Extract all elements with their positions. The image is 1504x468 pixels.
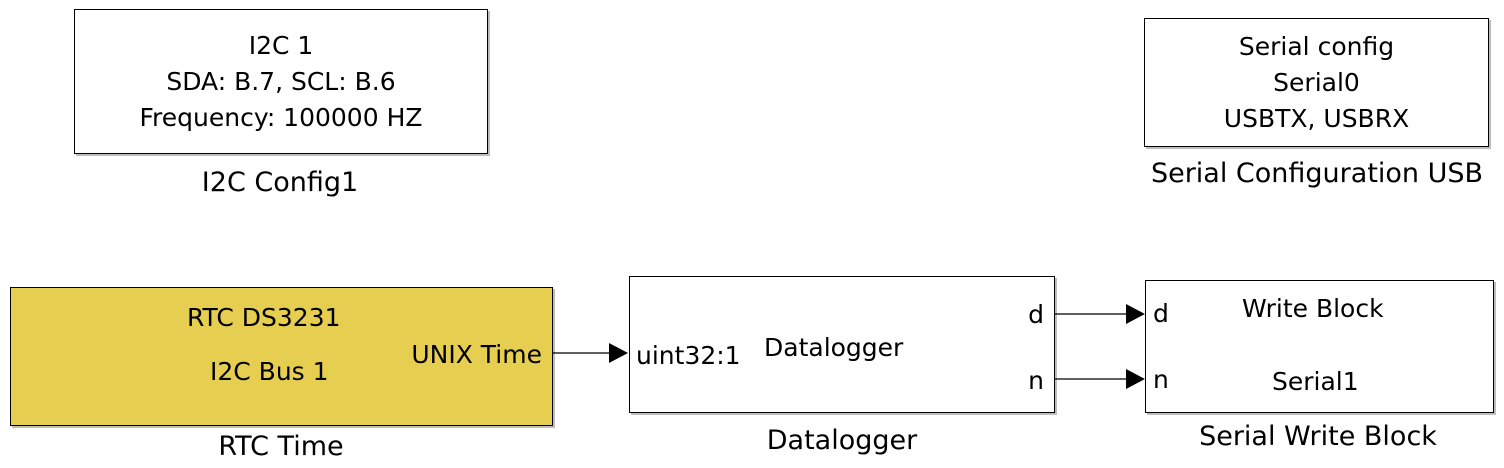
serial-config-text: Serial config Serial0 USBTX, USBRX (1145, 29, 1488, 137)
i2c-config-block[interactable]: I2C 1 SDA: B.7, SCL: B.6 Frequency: 1000… (74, 9, 488, 154)
datalogger-input-port-label: uint32:1 (636, 341, 741, 370)
i2c-config-line-3: Frequency: 100000 HZ (139, 103, 423, 132)
rtc-bus-label: I2C Bus 1 (210, 357, 329, 386)
serial-write-port-label: Serial1 (1272, 367, 1359, 396)
arrowhead-icon (609, 343, 628, 363)
arrowhead-icon (1126, 369, 1145, 389)
rtc-title: RTC DS3231 (187, 303, 341, 332)
serial-config-line-2: Serial0 (1273, 68, 1360, 97)
datalogger-output-port-d: d (1028, 300, 1044, 329)
rtc-block[interactable]: RTC DS3231 I2C Bus 1 UNIX Time (10, 287, 553, 426)
serial-write-caption: Serial Write Block (1199, 421, 1437, 452)
rtc-caption: RTC Time (218, 431, 344, 462)
i2c-config-caption: I2C Config1 (201, 167, 359, 198)
serial-write-input-port-d: d (1153, 299, 1169, 328)
i2c-config-line-2: SDA: B.7, SCL: B.6 (166, 67, 396, 96)
i2c-config-line-1: I2C 1 (248, 31, 314, 60)
arrowhead-icon (1126, 304, 1145, 324)
wire-n[interactable] (1055, 369, 1145, 389)
serial-config-line-3: USBTX, USBRX (1223, 104, 1410, 133)
serial-config-line-1: Serial config (1238, 32, 1395, 61)
serial-config-caption: Serial Configuration USB (1150, 158, 1484, 189)
datalogger-title: Datalogger (764, 333, 904, 362)
rtc-output-port-label: UNIX Time (411, 340, 542, 369)
wire-unix-time[interactable] (553, 343, 628, 363)
datalogger-caption: Datalogger (766, 425, 918, 456)
wire-d[interactable] (1055, 304, 1145, 324)
i2c-config-text: I2C 1 SDA: B.7, SCL: B.6 Frequency: 1000… (75, 28, 487, 136)
serial-write-input-port-n: n (1153, 365, 1169, 394)
serial-config-block[interactable]: Serial config Serial0 USBTX, USBRX (1144, 18, 1489, 147)
datalogger-output-port-n: n (1028, 366, 1044, 395)
serial-write-title: Write Block (1242, 294, 1384, 323)
datalogger-block[interactable]: uint32:1 Datalogger d n (629, 276, 1055, 413)
serial-write-block[interactable]: d n Write Block Serial1 (1145, 280, 1494, 413)
